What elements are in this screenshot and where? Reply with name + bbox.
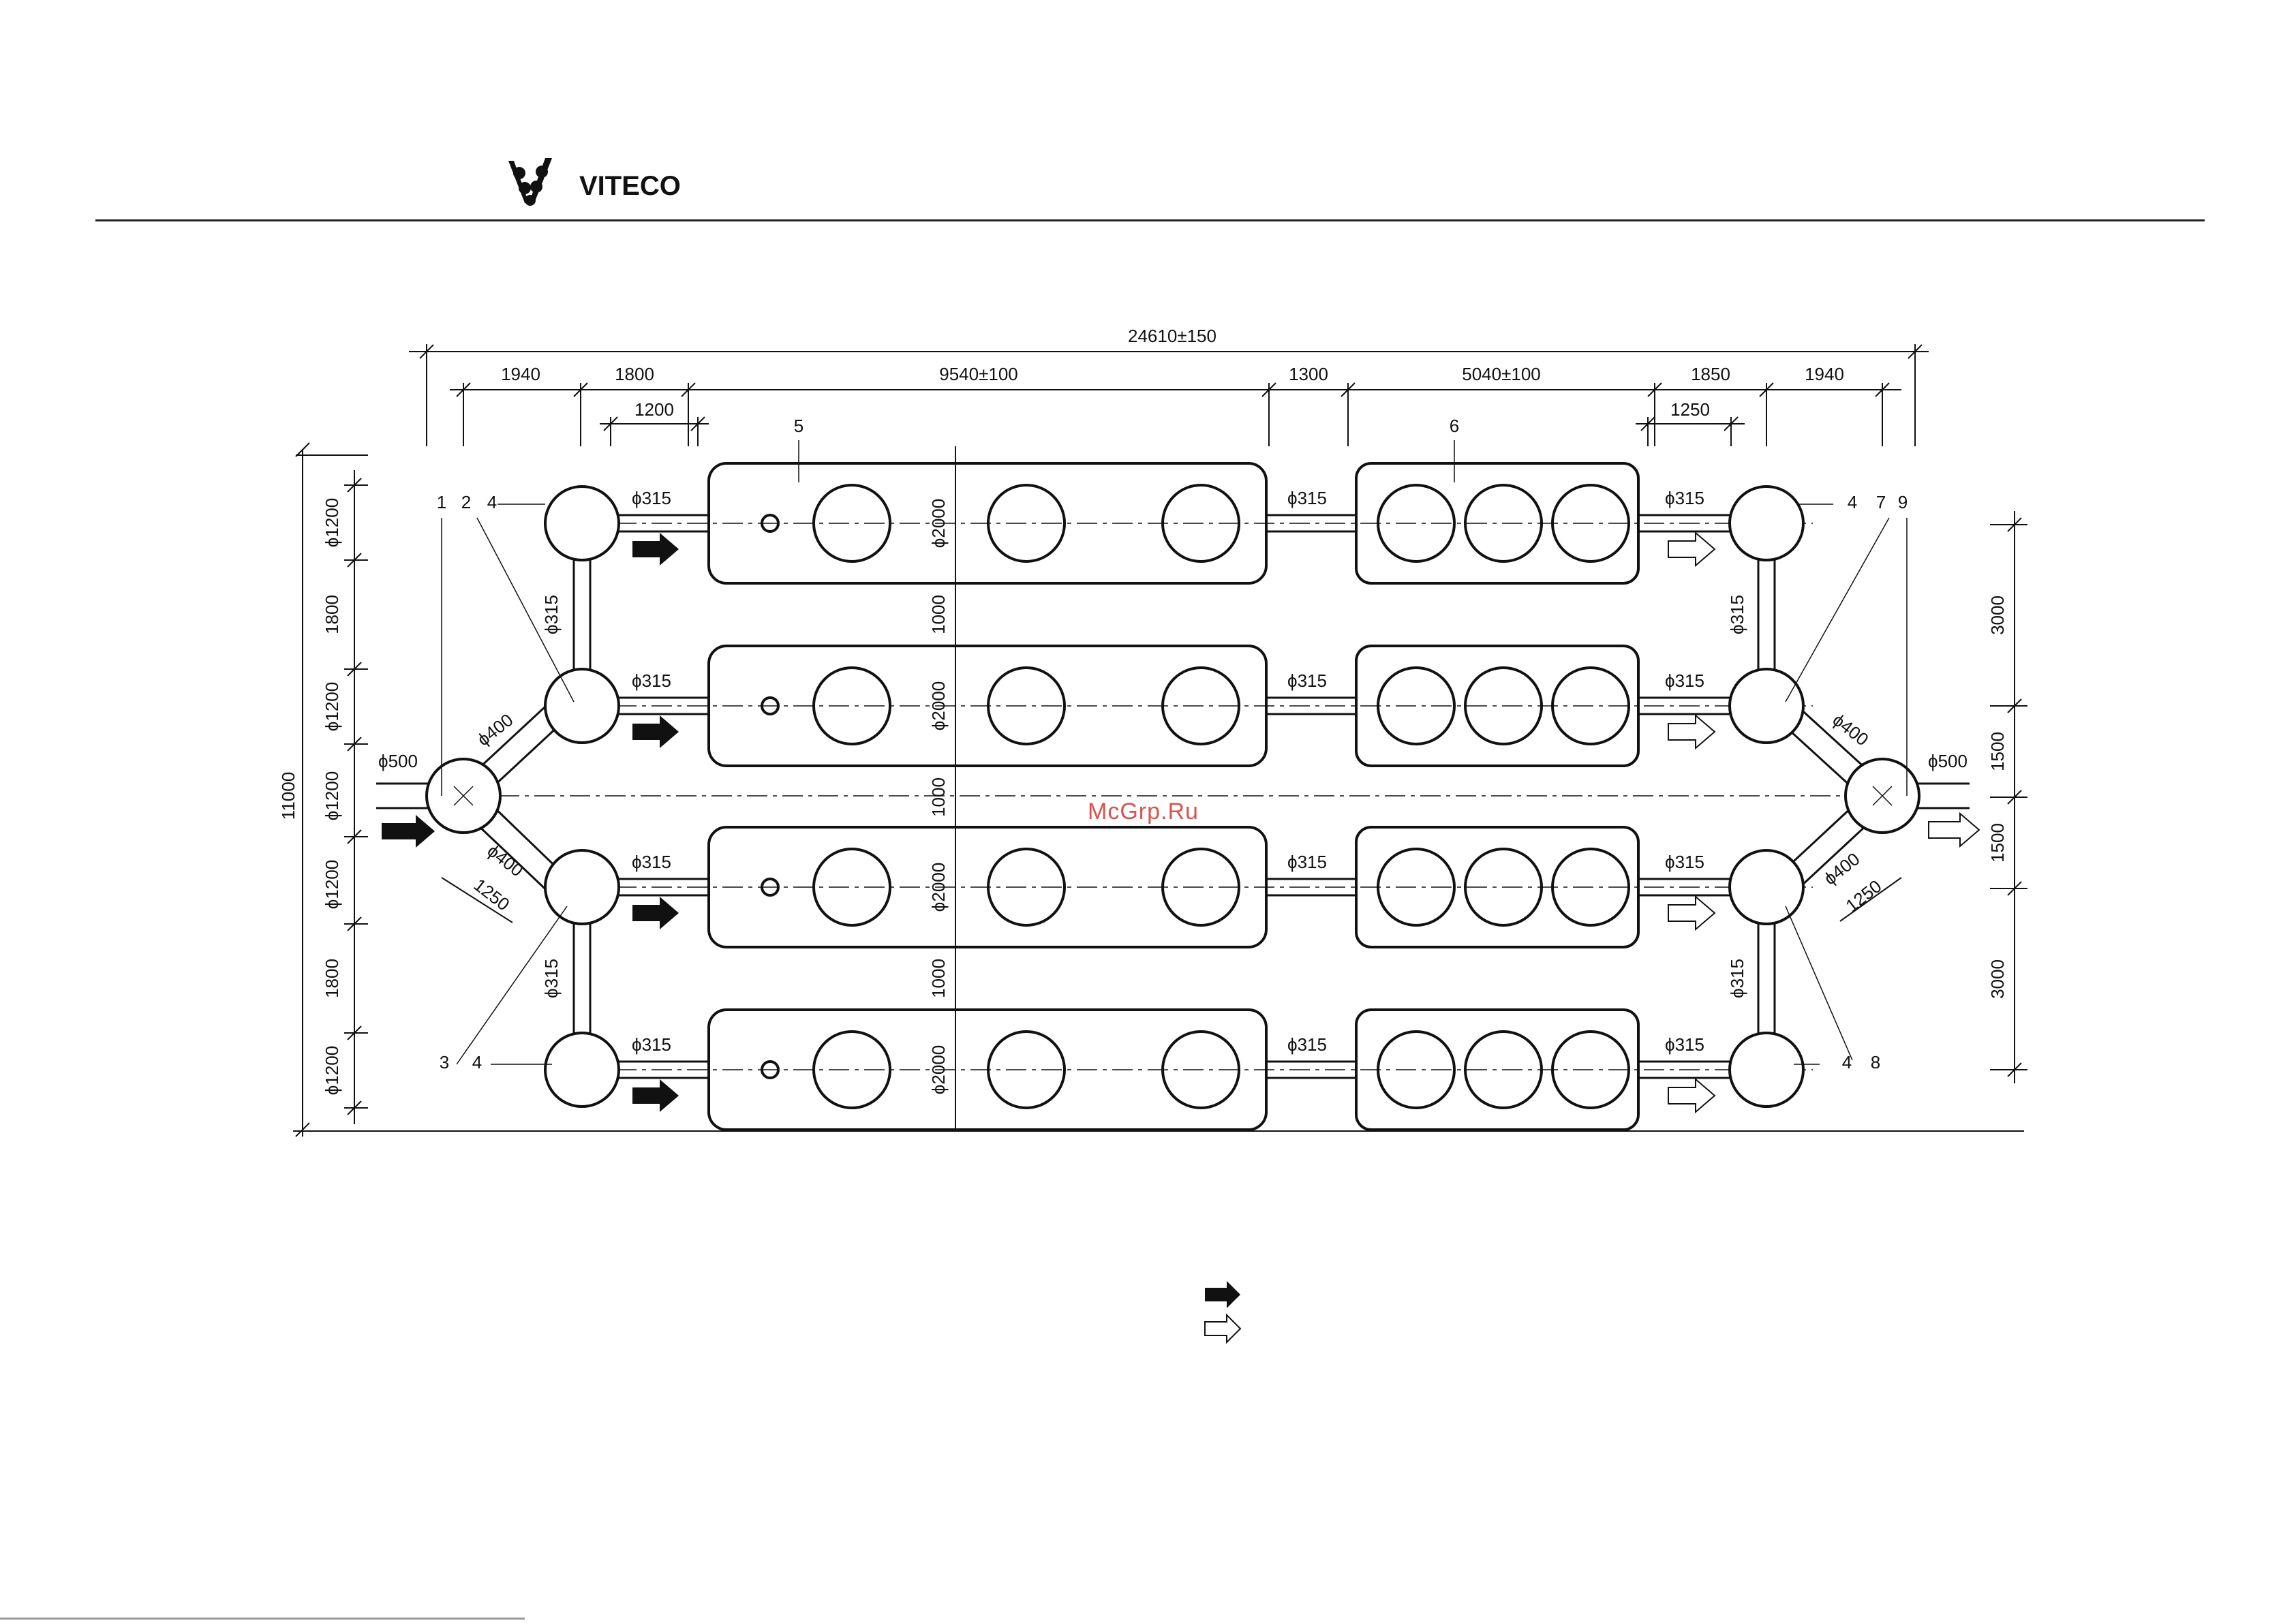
dim-top-1940-left: 1940 [501,364,540,384]
pipe-label-diag-right-upper: ϕ400 [1828,709,1872,749]
inlet-well [544,849,620,925]
dim-overall-length: 24610±150 [1128,326,1216,346]
callout-4-lower-right: 4 [1842,1052,1852,1072]
pipe-label-inlet-row: ϕ315 [632,852,671,872]
tank-diameter-label: ϕ2000 [928,863,949,912]
pipe-label-mid-row: ϕ315 [1287,488,1327,508]
callout-8: 8 [1871,1052,1880,1072]
inlet-well [544,485,620,561]
pipe-label-right-lower: ϕ315 [1727,959,1747,998]
pipe-label-right-upper: ϕ315 [1727,595,1747,634]
viteco-logo: VITECO [504,155,709,213]
legend-outflow-arrow-icon [1204,1313,1242,1344]
tank-gap-label: 1000 [928,959,949,998]
dim-right-r1: 3000 [1987,596,2008,635]
tank-rows: ϕ315 ϕ315 ϕ315 ϕ2000 1000 ϕ315 ϕ315 ϕ315 ϕ2000 10… [544,462,1813,1131]
tank-row: ϕ315 ϕ315 ϕ315 ϕ2000 1000 [544,462,1813,634]
flow-in-arrow-icon [632,533,679,566]
drawing-labels: 24610±150 1940 1800 9540±100 1300 5040±1… [278,326,2008,1095]
callout-leaders [441,440,1908,1065]
logo-mark-icon [508,158,552,206]
inlet-well [544,1032,620,1108]
pipe-label-left-upper: ϕ315 [541,595,562,634]
callout-4-upper-right: 4 [1848,492,1857,512]
callout-5: 5 [794,416,803,436]
inlet-well [544,668,620,744]
flow-out-arrow-icon [1668,895,1716,931]
pipe-label-outlet-row: ϕ315 [1665,1034,1704,1055]
junction-crosshairs [453,786,1893,806]
tank-gap-label: 1000 [928,777,949,817]
pipe-label-inlet-row: ϕ315 [632,670,671,691]
pipe-label-inlet-row: ϕ315 [632,1034,671,1055]
outlet-well [1728,485,1805,561]
dim-left-d1: ϕ1200 [322,498,342,547]
tank-diameter-label: ϕ2000 [928,499,949,548]
pipe-label-diag-left-upper: ϕ400 [473,709,517,749]
dim-left-s2: 1800 [322,959,342,998]
callout-4-upper-left: 4 [487,492,497,512]
dim-top-9540: 9540±100 [939,364,1018,384]
dim-left-d5: ϕ1200 [322,1046,342,1095]
outlet-arrow-icon [1928,812,1980,848]
footer-rule [0,1618,525,1620]
pipe-label-diag-right-lower: ϕ400 [1820,848,1863,888]
pipe-label-diag-left-lower: ϕ400 [483,840,527,880]
pipe-label-mid-row: ϕ315 [1287,1034,1327,1055]
dim-top-1940-right: 1940 [1805,364,1844,384]
dim-left-d3: ϕ1200 [322,771,342,820]
pipe-label-outlet: ϕ500 [1928,751,1968,771]
pipe-label-mid-row: ϕ315 [1287,852,1327,872]
callout-4-lower-left: 4 [472,1052,482,1072]
pipe-label-inlet-row: ϕ315 [632,488,671,508]
callout-9: 9 [1898,492,1908,512]
callout-6: 6 [1450,416,1459,436]
dim-right-r2: 1500 [1987,732,2008,771]
tank-row: ϕ315 ϕ315 ϕ315 ϕ2000 1000 [544,826,1813,998]
tank-diameter-label: ϕ2000 [928,1045,949,1094]
dim-top-1800: 1800 [615,364,654,384]
tank-diameter-label: ϕ2000 [928,681,949,730]
dim-top-1300: 1300 [1289,364,1328,384]
dim-sub-1250: 1250 [1670,399,1710,420]
inlet-arrow-icon [382,815,435,848]
dim-left-d4: ϕ1200 [322,860,342,909]
dim-left-d2: ϕ1200 [322,682,342,731]
flow-out-arrow-icon [1668,1077,1716,1114]
dim-overall-width: 11000 [278,772,299,820]
legend-inflow-arrow-icon [1205,1281,1240,1308]
flow-in-arrow-icon [632,715,679,748]
watermark-text: McGrp.Ru [1088,799,1199,824]
callout-3: 3 [440,1052,449,1072]
pipe-label-mid-row: ϕ315 [1287,670,1327,691]
pipe-label-inlet: ϕ500 [378,751,418,771]
flow-out-arrow-icon [1668,531,1716,568]
flow-in-arrow-icon [632,1079,679,1112]
dim-right-r3: 1500 [1987,823,2008,863]
outlet-well [1728,849,1805,925]
header-rule [95,219,2205,221]
pipe-label-left-lower: ϕ315 [541,959,562,998]
tank-row: ϕ315 ϕ315 ϕ315 ϕ2000 [544,1008,1813,1131]
dim-right-r4: 3000 [1987,959,2008,999]
dim-diag-right: 1250 [1841,876,1885,916]
flow-out-arrow-icon [1668,713,1716,750]
logo-text: VITECO [579,171,681,201]
tank-row: ϕ315 ϕ315 ϕ315 ϕ2000 1000 [544,645,1813,817]
dim-left-s1: 1800 [322,595,342,634]
pipe-label-outlet-row: ϕ315 [1665,852,1704,872]
dim-top-5040: 5040±100 [1462,364,1541,384]
flow-in-arrow-icon [632,897,679,929]
outlet-well [1728,1032,1805,1108]
pipe-label-outlet-row: ϕ315 [1665,488,1704,508]
tank-gap-label: 1000 [928,595,949,634]
outlet-well [1728,668,1805,744]
callout-1: 1 [437,492,446,512]
callout-2: 2 [461,492,471,512]
dim-sub-1200: 1200 [634,399,674,420]
pipe-label-outlet-row: ϕ315 [1665,670,1704,691]
dim-top-1850: 1850 [1691,364,1730,384]
callout-7: 7 [1876,492,1886,512]
